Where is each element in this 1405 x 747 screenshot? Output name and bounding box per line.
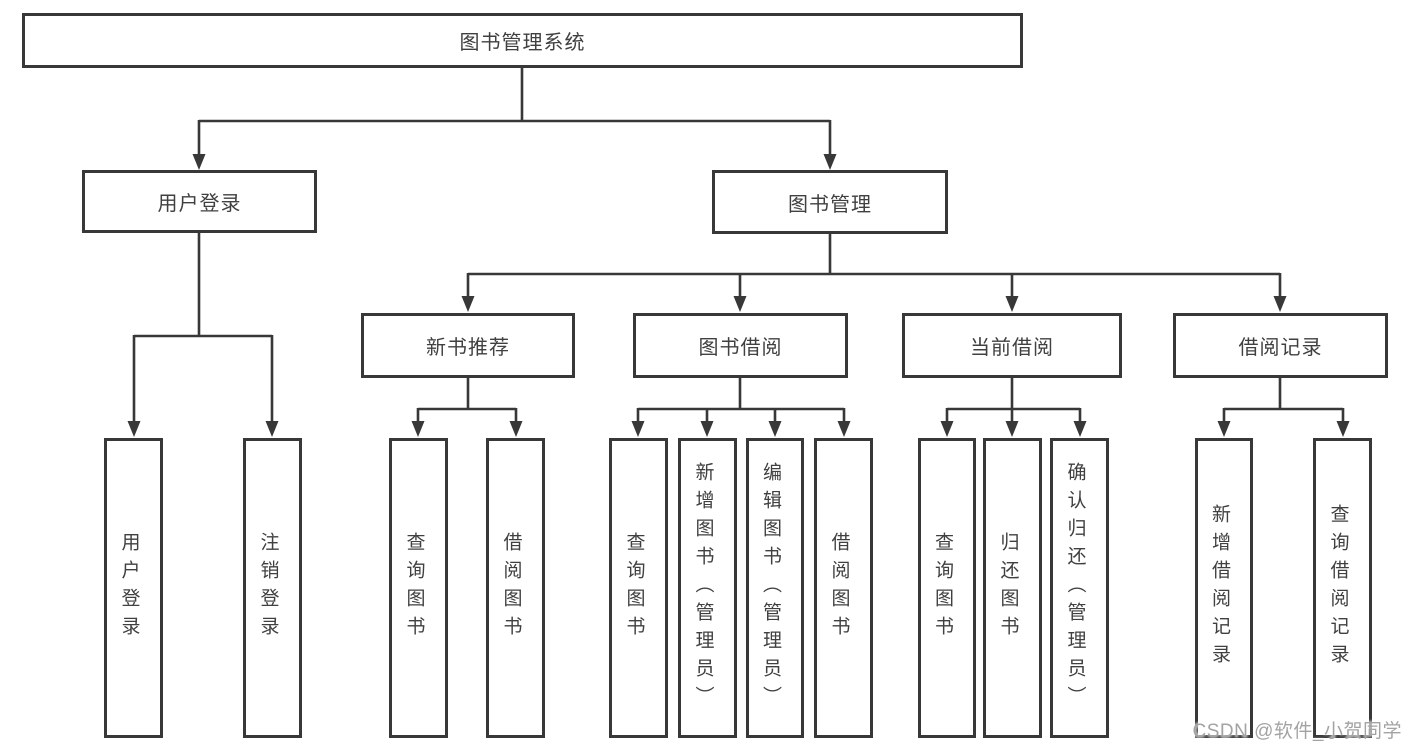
arrowhead <box>1217 421 1231 437</box>
arrowhead <box>823 154 837 170</box>
arrowhead <box>265 421 279 437</box>
arrowhead <box>411 421 425 437</box>
arrowhead <box>461 296 475 312</box>
node-label: 新增借阅记录 <box>1209 504 1230 672</box>
arrowhead <box>733 296 747 312</box>
node-label: 图书借阅 <box>698 337 783 359</box>
node-label: 借阅图书 <box>828 532 850 644</box>
arrowhead <box>127 421 141 437</box>
arrowhead <box>940 421 954 437</box>
arrowhead <box>837 421 851 437</box>
arrowhead <box>700 421 714 437</box>
leaf-confirm-return-admin: 确认归还（管理员） <box>1050 438 1109 738</box>
arrowhead <box>1336 421 1350 437</box>
connector-book-borrow-to-leaves <box>636 378 846 421</box>
arrowhead <box>631 421 645 437</box>
node-label: 图书管理系统 <box>459 32 586 54</box>
leaf-user-login: 用户登录 <box>104 438 163 738</box>
leaf-query-books-recommend: 查询图书 <box>389 438 448 738</box>
arrowhead <box>1273 296 1287 312</box>
connector-borrow-records-to-leaves <box>1222 378 1345 421</box>
connector-user-login-to-leaves <box>132 233 274 421</box>
node-book-management: 图书管理 <box>712 170 948 234</box>
leaf-borrow-books: 借阅图书 <box>814 438 873 738</box>
leaf-return-books: 归还图书 <box>983 438 1042 738</box>
node-label: 当前借阅 <box>970 337 1054 359</box>
leaf-edit-books-admin: 编辑图书（管理员） <box>746 438 804 738</box>
node-label: 查询借阅记录 <box>1327 504 1349 672</box>
connector-current-borrow-to-leaves <box>945 378 1082 421</box>
connector-new-book-to-leaves <box>416 378 518 421</box>
node-label: 查询图书 <box>623 532 645 644</box>
node-label: 用户登录 <box>157 193 242 215</box>
connector-root-to-level2 <box>197 68 832 155</box>
arrowhead <box>192 154 206 170</box>
leaf-query-borrow-record: 查询借阅记录 <box>1313 438 1372 738</box>
node-label: 借阅记录 <box>1238 337 1323 359</box>
node-book-borrow: 图书借阅 <box>633 313 848 378</box>
node-library-management-system: 图书管理系统 <box>22 13 1023 68</box>
node-user-login: 用户登录 <box>82 170 317 233</box>
leaf-add-borrow-record: 新增借阅记录 <box>1195 438 1253 738</box>
node-current-borrow: 当前借阅 <box>902 313 1122 378</box>
arrowhead <box>1073 421 1087 437</box>
node-label: 查询图书 <box>932 532 953 644</box>
node-label: 查询图书 <box>403 532 425 644</box>
node-label: 新书推荐 <box>426 337 510 359</box>
node-label: 确认归还（管理员） <box>1064 462 1086 714</box>
node-label: 用户登录 <box>118 532 140 644</box>
connector-book-mgmt-to-level3 <box>466 234 1282 296</box>
arrowhead <box>1005 421 1019 437</box>
node-label: 注销登录 <box>257 532 279 644</box>
leaf-query-books-current: 查询图书 <box>918 438 976 738</box>
arrowhead <box>768 421 782 437</box>
leaf-query-books-borrow: 查询图书 <box>609 438 668 738</box>
node-new-book-recommend: 新书推荐 <box>361 313 575 378</box>
node-label: 新增图书（管理员） <box>692 462 714 714</box>
node-label: 归还图书 <box>997 532 1019 644</box>
leaf-add-books-admin: 新增图书（管理员） <box>678 438 737 738</box>
leaf-borrow-books-recommend: 借阅图书 <box>486 438 545 738</box>
node-label: 编辑图书（管理员） <box>760 462 781 714</box>
node-borrow-records: 借阅记录 <box>1173 313 1388 378</box>
node-label: 借阅图书 <box>500 532 522 644</box>
csdn-watermark: CSDN @软件_小贺同学 <box>1192 721 1402 742</box>
node-label: 图书管理 <box>788 193 872 216</box>
arrowhead <box>509 421 523 437</box>
arrowhead <box>1005 296 1019 312</box>
leaf-logout: 注销登录 <box>243 438 302 738</box>
